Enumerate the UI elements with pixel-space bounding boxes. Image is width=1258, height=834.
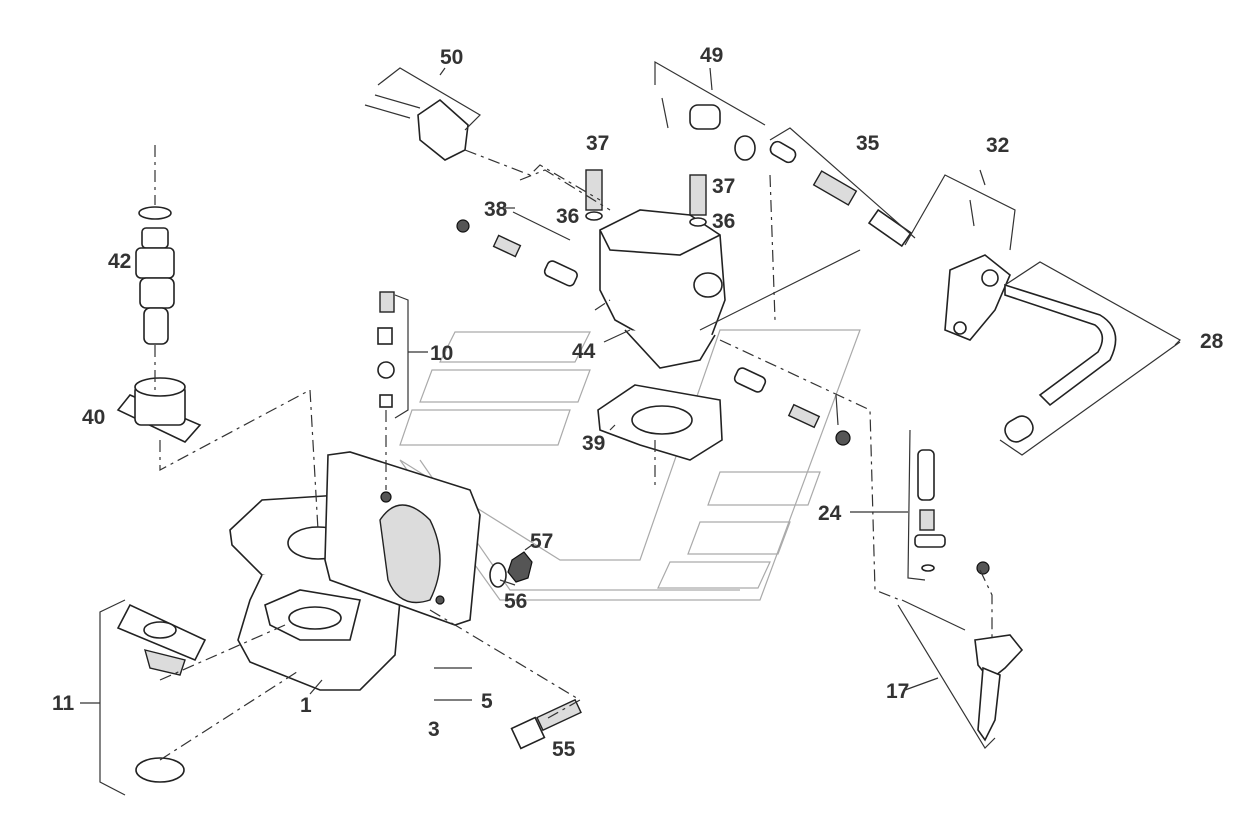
callout-17: 17 — [886, 680, 909, 703]
jaw-insert — [116, 603, 207, 783]
callout-35: 35 — [856, 132, 880, 155]
callout-5: 5 — [481, 690, 493, 713]
callout-3: 3 — [428, 718, 440, 741]
callout-38: 38 — [484, 198, 508, 221]
coupling-body — [229, 451, 481, 691]
callout-1: 1 — [300, 694, 312, 717]
callout-55: 55 — [552, 738, 576, 761]
trip-lever — [901, 599, 1024, 742]
sensor-pin-group — [914, 449, 990, 575]
callout-42: 42 — [108, 250, 131, 273]
callout-44: 44 — [572, 340, 596, 363]
bracket — [364, 94, 469, 161]
handle — [1004, 283, 1117, 443]
callout-36-right: 36 — [712, 210, 735, 233]
callout-11: 11 — [52, 692, 75, 715]
callout-32: 32 — [986, 134, 1009, 157]
king-pin — [135, 206, 175, 345]
springs-and-pins — [377, 97, 975, 446]
callout-56: 56 — [504, 590, 527, 613]
lever — [944, 254, 1011, 341]
bushing — [116, 377, 202, 443]
callout-24: 24 — [818, 502, 842, 525]
assembly-lines — [154, 145, 993, 761]
leader-lines — [80, 60, 1181, 796]
callout-49: 49 — [700, 44, 723, 67]
callout-37-left: 37 — [586, 132, 609, 155]
callout-28: 28 — [1200, 330, 1224, 353]
callout-57: 57 — [530, 530, 553, 553]
gasket — [597, 384, 723, 461]
fasteners — [434, 551, 582, 750]
callout-10: 10 — [430, 342, 453, 365]
callout-36-left: 36 — [556, 205, 579, 228]
callout-40: 40 — [82, 406, 105, 429]
callout-37-right: 37 — [712, 175, 735, 198]
callout-labels: 50 49 35 32 37 37 38 36 36 42 10 44 28 4… — [52, 44, 1224, 761]
watermark-logo — [399, 329, 861, 601]
upper-housing — [599, 209, 726, 369]
callout-50: 50 — [440, 46, 463, 69]
callout-39: 39 — [582, 432, 605, 455]
